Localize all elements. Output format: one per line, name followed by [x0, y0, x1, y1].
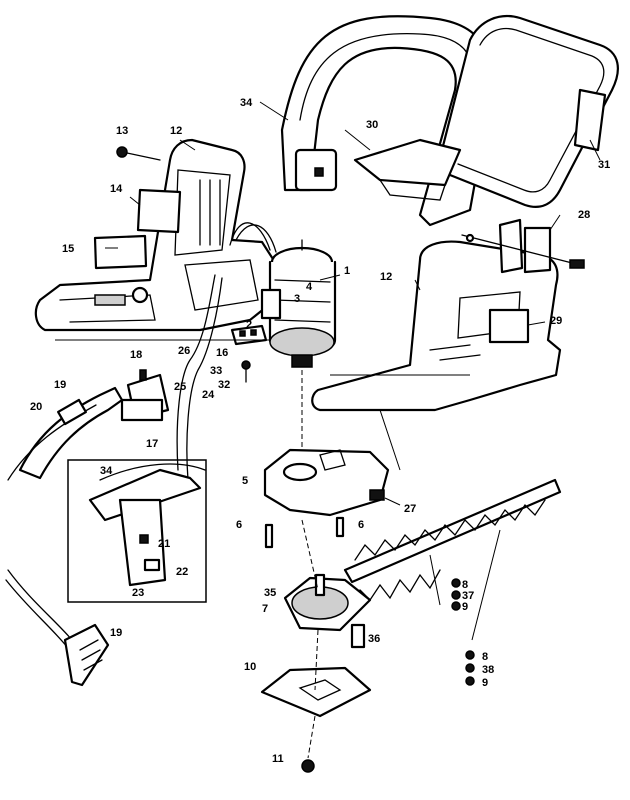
callout-21: 21 — [158, 538, 170, 550]
base-plate-screw — [301, 759, 315, 773]
callout-24: 24 — [202, 389, 215, 401]
switch-screws — [241, 360, 251, 383]
inset-detail-box — [67, 459, 207, 603]
assembly-lines — [55, 339, 470, 759]
callout-labels: 1 2 3 4 5 6 6 7 8 8 9 9 10 11 12 12 13 1… — [30, 97, 610, 765]
rear-blade-guard — [439, 14, 619, 208]
power-cord — [7, 386, 124, 481]
callout-9b: 9 — [482, 677, 488, 689]
callout-26: 26 — [178, 345, 190, 357]
callout-15: 15 — [62, 243, 74, 255]
callout-25: 25 — [174, 381, 186, 393]
drive-gear — [283, 573, 372, 632]
blade-hardware-leaders — [429, 529, 501, 641]
callout-8a: 8 — [462, 579, 468, 591]
callout-14: 14 — [110, 183, 123, 195]
guard-plate — [353, 138, 462, 201]
callout-6b: 6 — [358, 519, 364, 531]
gearbox-screws — [264, 516, 345, 549]
housing-screw — [116, 146, 161, 161]
callout-2: 2 — [246, 319, 252, 331]
motor — [260, 239, 337, 368]
callout-4: 4 — [306, 281, 313, 293]
callout-31: 31 — [598, 159, 610, 171]
callout-36: 36 — [368, 633, 380, 645]
callout-27: 27 — [404, 503, 416, 515]
callout-19b: 19 — [110, 627, 122, 639]
callout-17: 17 — [146, 438, 158, 450]
callout-20: 20 — [30, 401, 42, 413]
cutting-blade — [343, 478, 562, 602]
lower-cord-plug — [5, 569, 110, 687]
callout-10: 10 — [244, 661, 256, 673]
callout-13: 13 — [116, 125, 128, 137]
blade-hardware-stack-upper — [451, 578, 461, 611]
left-housing-half — [34, 138, 282, 332]
guard-bracket — [461, 218, 585, 274]
warning-label — [93, 234, 148, 270]
callout-7: 7 — [262, 603, 268, 615]
callout-19a: 19 — [54, 379, 66, 391]
callout-37: 37 — [462, 590, 474, 602]
callout-3: 3 — [294, 293, 300, 305]
callout-11: 11 — [272, 753, 284, 765]
callout-33: 33 — [210, 365, 222, 377]
callout-1: 1 — [344, 265, 350, 277]
gearbox-base-plate — [260, 666, 372, 718]
callout-23: 23 — [132, 587, 144, 599]
callout-6a: 6 — [236, 519, 242, 531]
gearbox-housing — [263, 448, 390, 517]
internal-wiring — [176, 222, 277, 481]
rating-label — [136, 188, 182, 234]
callout-16: 16 — [216, 347, 228, 359]
callout-32: 32 — [218, 379, 230, 391]
callout-12a: 12 — [170, 125, 182, 137]
callout-35: 35 — [264, 587, 276, 599]
callout-8b: 8 — [482, 651, 488, 663]
gear-bushing — [350, 623, 366, 649]
callout-38: 38 — [482, 664, 494, 676]
callout-28: 28 — [578, 209, 590, 221]
callout-34a: 34 — [240, 97, 253, 109]
callout-22: 22 — [176, 566, 188, 578]
callout-30: 30 — [366, 119, 378, 131]
callout-5: 5 — [242, 475, 248, 487]
callout-18: 18 — [130, 349, 142, 361]
cord-clamp — [120, 369, 170, 422]
callout-34b: 34 — [100, 465, 113, 477]
callout-29: 29 — [550, 315, 562, 327]
callout-9a: 9 — [462, 601, 468, 613]
right-housing-half — [311, 240, 562, 412]
blade-hardware-stack-lower — [465, 650, 475, 686]
callout-12b: 12 — [380, 271, 392, 283]
callout-leaders — [105, 101, 601, 506]
